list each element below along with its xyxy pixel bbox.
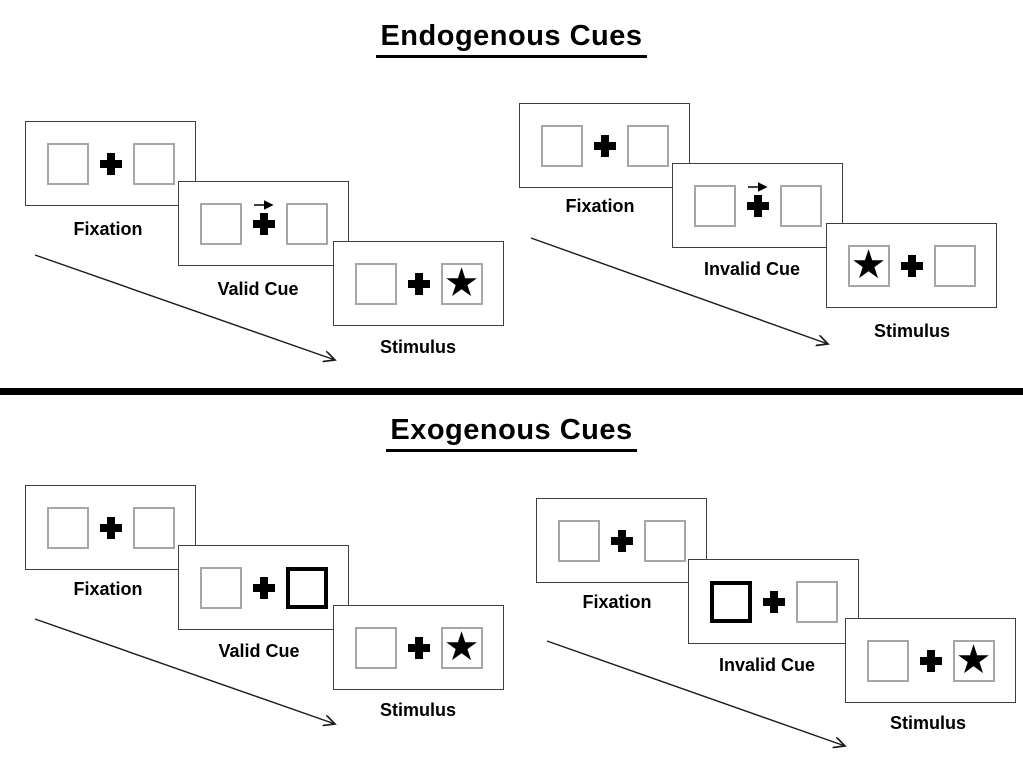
panel-fixation bbox=[519, 103, 690, 188]
label-stimulus: Stimulus bbox=[889, 713, 966, 733]
left-placeholder-box bbox=[540, 124, 583, 167]
left-placeholder-box bbox=[557, 519, 600, 562]
fixation-cross-icon bbox=[746, 194, 769, 217]
fixation-cross-icon bbox=[919, 649, 942, 672]
right-highlight-cue-box bbox=[285, 566, 328, 609]
panel-stimulus: ★ bbox=[333, 605, 504, 690]
panel-stimulus: ★ bbox=[333, 241, 504, 326]
fixation-cross-icon bbox=[762, 590, 785, 613]
sequence-arrow bbox=[530, 237, 840, 354]
label-fixation: Fixation bbox=[582, 592, 652, 612]
fixation-cross-icon bbox=[252, 212, 275, 235]
label-fixation: Fixation bbox=[73, 219, 143, 239]
left-highlight-cue-box bbox=[709, 580, 752, 623]
left-placeholder-box bbox=[199, 566, 242, 609]
panel-cue bbox=[178, 545, 349, 630]
fixation-cross-icon bbox=[610, 529, 633, 552]
panel-fixation bbox=[536, 498, 707, 583]
star-icon: ★ bbox=[443, 624, 480, 669]
sequence-arrow bbox=[34, 254, 346, 370]
right-placeholder-box bbox=[285, 202, 328, 245]
right-placeholder-box bbox=[132, 506, 175, 549]
label-stimulus: Stimulus bbox=[873, 321, 950, 341]
section-title-endogenous: Endogenous Cues bbox=[10, 20, 1013, 59]
right-placeholder-box bbox=[779, 184, 822, 227]
left-placeholder-box bbox=[354, 262, 397, 305]
right-placeholder-box bbox=[626, 124, 669, 167]
fixation-cross-icon bbox=[99, 516, 122, 539]
sequence-arrow bbox=[34, 618, 346, 734]
star-icon: ★ bbox=[443, 260, 480, 305]
panel-cue bbox=[178, 181, 349, 266]
fixation-cross-icon bbox=[593, 134, 616, 157]
fixation-cross-icon bbox=[252, 576, 275, 599]
panel-stimulus: ★ bbox=[845, 618, 1016, 703]
label-stimulus: Stimulus bbox=[379, 700, 456, 720]
label-cue: Valid Cue bbox=[218, 641, 300, 661]
right-stimulus-box: ★ bbox=[952, 637, 995, 682]
fixation-cross-icon bbox=[407, 272, 430, 295]
label-cue: Invalid Cue bbox=[718, 655, 816, 675]
fixation-cross-icon bbox=[900, 254, 923, 277]
panel-cue bbox=[672, 163, 843, 248]
panel-fixation bbox=[25, 121, 196, 206]
panel-fixation bbox=[25, 485, 196, 570]
panel-stimulus: ★ bbox=[826, 223, 997, 308]
left-placeholder-box bbox=[46, 142, 89, 185]
right-placeholder-box bbox=[132, 142, 175, 185]
label-cue: Invalid Cue bbox=[703, 259, 801, 279]
right-placeholder-box bbox=[643, 519, 686, 562]
star-icon: ★ bbox=[850, 242, 887, 287]
label-stimulus: Stimulus bbox=[379, 337, 456, 357]
label-cue: Valid Cue bbox=[217, 279, 299, 299]
label-fixation: Fixation bbox=[73, 579, 143, 599]
star-icon: ★ bbox=[955, 637, 992, 682]
right-stimulus-box: ★ bbox=[440, 260, 483, 305]
right-placeholder-box bbox=[933, 244, 976, 287]
left-placeholder-box bbox=[354, 626, 397, 669]
section-title-text: Endogenous Cues bbox=[376, 20, 647, 59]
left-placeholder-box bbox=[866, 639, 909, 682]
left-placeholder-box bbox=[693, 184, 736, 227]
section-divider bbox=[0, 388, 1023, 395]
right-stimulus-box: ★ bbox=[440, 624, 483, 669]
cue-arrow-icon bbox=[747, 182, 768, 192]
fixation-cross-icon bbox=[99, 152, 122, 175]
right-placeholder-box bbox=[795, 580, 838, 623]
left-placeholder-box bbox=[46, 506, 89, 549]
section-title-text: Exogenous Cues bbox=[386, 414, 637, 453]
sequence-arrow bbox=[546, 640, 856, 756]
cue-arrow-icon bbox=[253, 200, 274, 210]
panel-cue bbox=[688, 559, 859, 644]
left-placeholder-box bbox=[199, 202, 242, 245]
fixation-cross-icon bbox=[407, 636, 430, 659]
label-fixation: Fixation bbox=[565, 196, 635, 216]
left-stimulus-box: ★ bbox=[847, 242, 890, 287]
section-title-exogenous: Exogenous Cues bbox=[10, 414, 1013, 453]
